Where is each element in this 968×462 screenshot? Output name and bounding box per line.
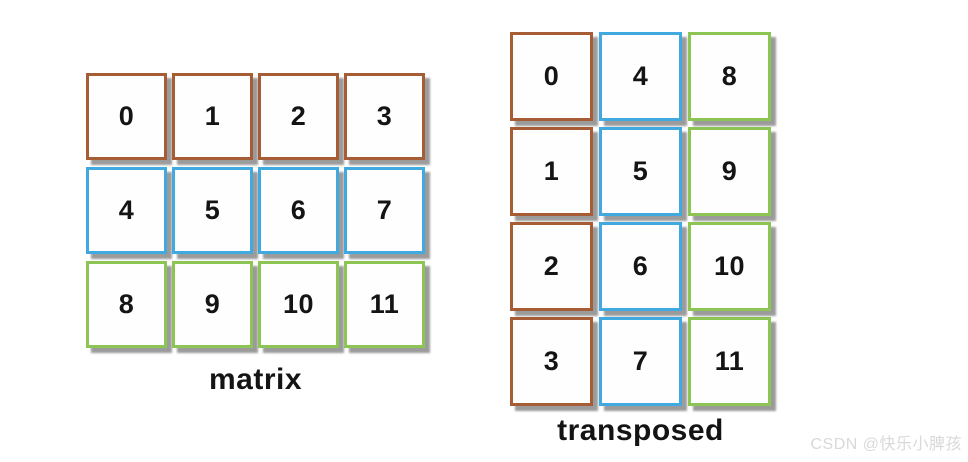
matrix-cell: 7 [344, 167, 425, 254]
transposed-cell: 9 [688, 127, 771, 216]
transposed-cell: 11 [688, 317, 771, 406]
transposed-cell: 1 [510, 127, 593, 216]
matrix-cell: 9 [172, 261, 253, 348]
transposed-cell: 5 [599, 127, 682, 216]
matrix-cell: 5 [172, 167, 253, 254]
matrix-cell: 4 [86, 167, 167, 254]
transposed-cell: 0 [510, 32, 593, 121]
transposed-cell: 4 [599, 32, 682, 121]
transposed-cell: 6 [599, 222, 682, 311]
matrix-cell: 10 [258, 261, 339, 348]
matrix-cell: 0 [86, 73, 167, 160]
transposed-cell: 3 [510, 317, 593, 406]
matrix-cell: 3 [344, 73, 425, 160]
matrix-cell: 8 [86, 261, 167, 348]
watermark-text: CSDN @快乐小脾孩 [810, 436, 962, 453]
matrix-caption: matrix [208, 363, 303, 396]
matrix-cell: 2 [258, 73, 339, 160]
matrix-cell: 1 [172, 73, 253, 160]
transposed-cell: 7 [599, 317, 682, 406]
transposed-cell: 10 [688, 222, 771, 311]
transposed-caption: transposed [557, 414, 724, 447]
matrix-cell: 11 [344, 261, 425, 348]
transposed-cell: 2 [510, 222, 593, 311]
matrix-cell: 6 [258, 167, 339, 254]
transposed-cell: 8 [688, 32, 771, 121]
